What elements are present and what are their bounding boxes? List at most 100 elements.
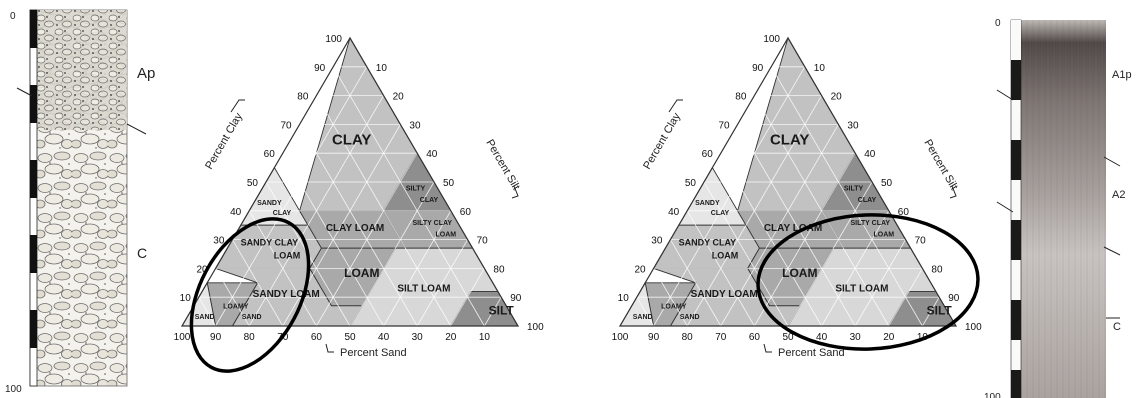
axis-title-silt: Percent Silt: [483, 138, 522, 193]
clay-tick-label: 40: [668, 207, 680, 218]
clay-tick-label: 10: [618, 293, 630, 304]
axis-title-clay: Percent Clay: [203, 111, 245, 172]
silt-tick-label: 100: [965, 322, 982, 333]
class-label-loamy-sand-1: LOAMY: [661, 304, 687, 311]
silt-tick-label: 30: [847, 120, 859, 131]
horizon-tick-4: [1104, 247, 1120, 255]
class-label-sandy-clay-loam-2: LOAM: [712, 250, 739, 260]
silt-tick-label: 100: [527, 322, 544, 333]
class-label-silty-clay-1: SILTY: [406, 186, 426, 193]
sand-tick-label: 100: [612, 332, 629, 343]
sand-tick-label: 30: [850, 332, 862, 343]
clay-tick-label: 40: [230, 207, 242, 218]
left-soil-profile: 0 100 Ap C: [5, 10, 155, 395]
class-label-clay: CLAY: [332, 132, 371, 149]
clay-tick-label: 30: [651, 236, 663, 247]
silt-tick-label: 40: [426, 149, 438, 160]
class-label-loam: LOAM: [344, 266, 379, 280]
clay-tick-label: 50: [685, 178, 697, 189]
class-label-silty-clay-loam-1: SILTY CLAY: [413, 220, 453, 227]
class-label-silty-clay-2: CLAY: [420, 197, 439, 204]
silt-tick-label: 40: [864, 149, 876, 160]
horizon-tick-3: [997, 202, 1013, 212]
depth-bottom-label: 100: [5, 384, 22, 395]
class-label-silty-clay-loam-2: LOAM: [873, 232, 894, 239]
class-label-silty-clay-loam-1: SILTY CLAY: [851, 220, 891, 227]
clay-tick-label: 60: [702, 149, 714, 160]
silt-tick-label: 70: [477, 236, 489, 247]
class-label-sandy-clay-loam-2: LOAM: [274, 250, 301, 260]
class-label-loam: LOAM: [782, 266, 817, 280]
horizon-label-ap: Ap: [137, 65, 155, 82]
class-label-sandy-clay-2: CLAY: [273, 210, 292, 217]
axis-title-silt: Percent Silt: [921, 138, 960, 193]
sand-tick-label: 70: [715, 332, 727, 343]
horizon-tick-2: [1104, 157, 1120, 166]
axis-arrow-clay: [669, 100, 683, 112]
clay-tick-label: 10: [180, 293, 192, 304]
sand-tick-label: 90: [648, 332, 660, 343]
class-label-silt-loam: SILT LOAM: [835, 283, 888, 294]
silt-tick-label: 80: [931, 264, 943, 275]
class-label-silty-clay-1: SILTY: [844, 186, 864, 193]
silt-tick-label: 30: [409, 120, 421, 131]
depth-top-label: 0: [10, 11, 16, 22]
class-label-loamy-sand-1: LOAMY: [223, 304, 249, 311]
sand-tick-label: 40: [378, 332, 390, 343]
class-label-sand: SAND: [195, 314, 215, 321]
silt-tick-label: 20: [393, 92, 405, 103]
clay-tick-label: 100: [325, 34, 342, 45]
class-label-sandy-clay-2: CLAY: [711, 210, 730, 217]
sand-tick-label: 50: [344, 332, 356, 343]
class-label-sandy-clay-loam-1: SANDY CLAY: [679, 237, 737, 247]
clay-tick-label: 70: [280, 120, 292, 131]
profile-ap-layer: [30, 10, 127, 130]
class-label-sandy-loam: SANDY LOAM: [691, 289, 758, 300]
clay-tick-label: 90: [314, 63, 326, 74]
horizon-label-a1p: A1p: [1112, 69, 1132, 81]
sand-tick-label: 60: [749, 332, 761, 343]
silt-tick-label: 50: [881, 178, 893, 189]
axis-title-sand: Percent Sand: [778, 347, 845, 359]
axis-arrow-clay: [231, 100, 245, 112]
sand-tick-label: 20: [445, 332, 457, 343]
sand-tick-label: 60: [311, 332, 323, 343]
silt-tick-label: 10: [376, 63, 388, 74]
class-label-silt: SILT: [927, 304, 953, 318]
sand-tick-label: 20: [883, 332, 895, 343]
depth-ruler: [30, 10, 37, 386]
class-label-loamy-sand-2: SAND: [242, 314, 262, 321]
silt-tick-label: 20: [831, 92, 843, 103]
axis-title-clay: Percent Clay: [641, 111, 683, 172]
silt-tick-label: 60: [460, 207, 472, 218]
silt-tick-label: 50: [443, 178, 455, 189]
clay-tick-label: 90: [752, 63, 764, 74]
sand-tick-label: 80: [244, 332, 256, 343]
horizon-label-c: C: [137, 245, 147, 261]
axis-title-sand: Percent Sand: [340, 347, 407, 359]
class-label-sandy-loam: SANDY LOAM: [253, 289, 320, 300]
clay-tick-label: 20: [634, 264, 646, 275]
axis-arrow-sand: [764, 344, 772, 352]
horizon-marker-right: [127, 124, 146, 134]
depth-top-label-right: 0: [995, 18, 1001, 29]
clay-tick-label: 60: [264, 149, 276, 160]
right-soil-profile: 0 100 A1p A2 C: [984, 18, 1132, 398]
class-label-silt-loam: SILT LOAM: [397, 283, 450, 294]
sand-tick-label: 100: [174, 332, 191, 343]
clay-tick-label: 80: [297, 92, 309, 103]
class-label-sandy-clay-loam-1: SANDY CLAY: [241, 237, 299, 247]
clay-tick-label: 70: [718, 120, 730, 131]
depth-bottom-label-right: 100: [984, 392, 1001, 398]
class-label-clay-loam: CLAY LOAM: [326, 223, 384, 234]
class-label-silty-clay-2: CLAY: [858, 197, 877, 204]
profile-photo-texture: [1011, 20, 1106, 398]
class-label-sandy-clay-1: SANDY: [695, 200, 720, 207]
class-label-clay: CLAY: [770, 132, 809, 149]
horizon-label-a2: A2: [1112, 189, 1125, 201]
horizon-label-c-right: C: [1113, 321, 1121, 333]
sand-tick-label: 30: [412, 332, 424, 343]
